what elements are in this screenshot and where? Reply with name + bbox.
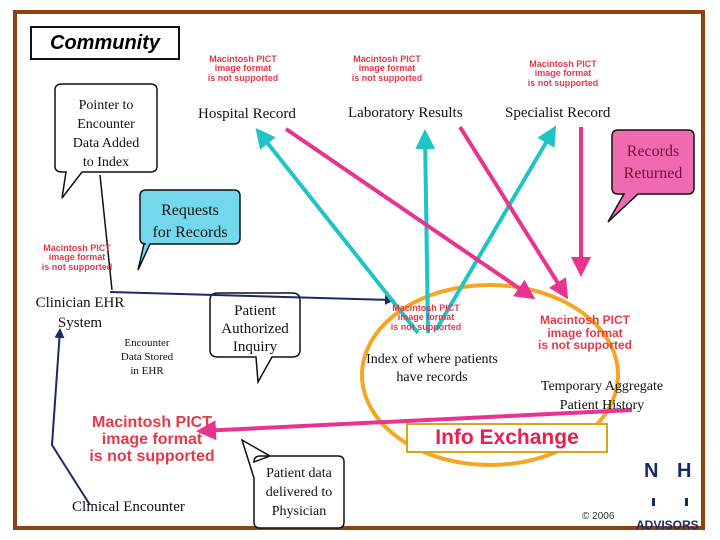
pointer-callout-shape <box>54 83 158 199</box>
index-label: Index of where patients have records <box>352 351 512 387</box>
pict-line: is not supported <box>527 77 599 88</box>
pict-line: image format <box>358 63 416 74</box>
outer-frame <box>13 10 705 530</box>
label-line: have records <box>396 370 468 385</box>
pict-placeholder-aggregate: Macintosh PICT image format is not suppo… <box>530 314 640 352</box>
callout-line: Patient <box>234 303 276 319</box>
label-line: Data Stored <box>120 351 174 363</box>
label-line: in EHR <box>130 365 164 377</box>
callout-line: Patient data <box>266 466 332 481</box>
pict-line: image format <box>214 63 272 74</box>
arrow-ehr-to-index <box>109 291 395 305</box>
laboratory-results-label: Laboratory Results <box>348 105 463 121</box>
pict-line: is not supported <box>41 261 113 272</box>
pict-line: Macintosh PICT <box>91 414 212 431</box>
label-line: Encounter <box>124 337 170 349</box>
logo-advisors: ADVISORS <box>636 518 699 532</box>
label-line: Index of where patients <box>366 352 498 367</box>
patient-inquiry-callout-shape <box>209 292 301 385</box>
temp-aggregate-label: Temporary Aggregate Patient History <box>514 377 690 415</box>
specialist-record-label: Specialist Record <box>505 105 611 121</box>
arrow-encounter-to-ehr <box>50 328 91 506</box>
callout-line: Pointer to <box>78 98 134 113</box>
encounter-stored-label: Encounter Data Stored in EHR <box>112 336 182 378</box>
info-exchange-label: Info Exchange <box>406 423 608 453</box>
pict-line: is not supported <box>207 72 279 83</box>
pointer-callout: Pointer to Encounter Data Added to Index <box>58 96 154 172</box>
logo-letter-h: H <box>677 460 692 482</box>
label-line: System <box>57 315 103 331</box>
hospital-record-label: Hospital Record <box>198 106 296 122</box>
callout-line: Inquiry <box>232 339 278 355</box>
callout-line: for Records <box>152 224 228 241</box>
label-line: Temporary Aggregate <box>540 379 664 394</box>
pict-line: image format <box>397 312 455 323</box>
pict-line: is not supported <box>351 72 423 83</box>
pict-line: image format <box>547 325 623 340</box>
arrow-magenta-hospital-return <box>284 127 536 300</box>
pict-line: Macintosh PICT <box>539 313 630 327</box>
pict-line: is not supported <box>390 321 462 332</box>
pict-line: is not supported <box>89 447 215 465</box>
label-line: Patient History <box>559 398 645 413</box>
clinician-ehr-label: Clinician EHR System <box>24 293 136 333</box>
records-returned-callout-shape <box>607 129 695 223</box>
logo-tick-right <box>685 498 688 506</box>
pict-line: image format <box>534 68 592 79</box>
callout-line: Encounter <box>77 117 135 132</box>
pict-line: is not supported <box>538 338 632 353</box>
logo-letter-n: N <box>644 460 659 482</box>
pict-line: Macintosh PICT <box>392 303 460 313</box>
pict-line: Macintosh PICT <box>209 54 277 64</box>
clinical-encounter-label: Clinical Encounter <box>72 499 185 515</box>
logo-tick-left <box>652 498 655 506</box>
pict-placeholder-hospital: Macintosh PICT image format is not suppo… <box>198 54 288 83</box>
arrow-pointer-to-index <box>99 174 113 291</box>
pict-placeholder-specialist: Macintosh PICT image format is not suppo… <box>518 59 608 88</box>
community-title: Community <box>30 26 180 60</box>
pict-line: image format <box>101 430 203 448</box>
pict-placeholder-index: Macintosh PICT image format is not suppo… <box>381 303 471 332</box>
arrow-teal-lab <box>415 129 436 334</box>
pict-line: Macintosh PICT <box>353 54 421 64</box>
callout-line: to Index <box>82 155 130 170</box>
requests-callout: Requests for Records <box>140 200 240 244</box>
pict-placeholder-clinician: Macintosh PICT image format is not suppo… <box>32 243 122 272</box>
pict-line: Macintosh PICT <box>529 59 597 69</box>
pict-placeholder-clinical: Macintosh PICT image format is not suppo… <box>82 414 222 465</box>
arrow-magenta-to-clinical <box>196 408 633 441</box>
patient-data-callout-shape <box>240 438 345 529</box>
arrow-teal-hospital <box>255 127 420 335</box>
arrow-teal-specialist <box>434 125 557 332</box>
pict-line: image format <box>48 252 106 263</box>
arrow-magenta-lab-return <box>458 125 569 300</box>
patient-inquiry-callout: Patient Authorized Inquiry <box>210 302 300 356</box>
records-returned-callout: Records Returned <box>612 141 694 185</box>
callout-line: Data Added <box>72 136 140 151</box>
pict-line: Macintosh PICT <box>43 243 111 253</box>
callout-line: Records <box>626 143 680 160</box>
info-exchange-ring <box>360 283 620 467</box>
pict-placeholder-lab: Macintosh PICT image format is not suppo… <box>342 54 432 83</box>
callout-line: Physician <box>271 504 327 519</box>
callout-line: Returned <box>623 165 683 182</box>
patient-data-callout: Patient data delivered to Physician <box>254 464 344 521</box>
requests-callout-shape <box>137 189 241 271</box>
callout-line: Authorized <box>221 321 289 337</box>
label-line: Clinician EHR <box>35 295 125 311</box>
callout-line: delivered to <box>265 485 333 500</box>
copyright: © 2006 <box>582 511 615 522</box>
callout-line: Requests <box>161 202 219 219</box>
